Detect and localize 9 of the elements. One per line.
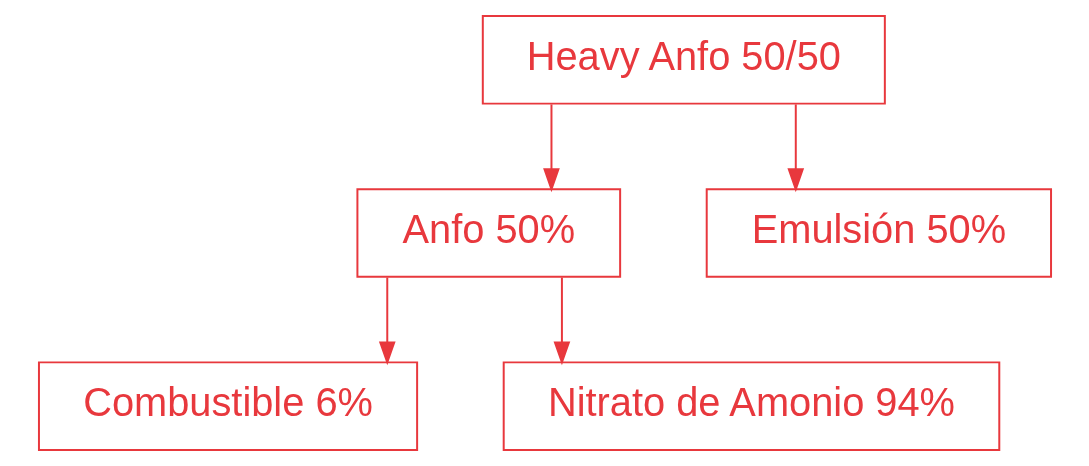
node-box: Anfo 50%: [355, 188, 621, 278]
arrow: [786, 103, 804, 193]
node-box: Combustible 6%: [37, 361, 418, 451]
arrow: [378, 276, 396, 366]
arrow: [542, 103, 560, 193]
arrow: [553, 276, 570, 366]
node-box: Heavy Anfo 50/50: [481, 15, 886, 105]
node-box: Emulsión 50%: [705, 188, 1052, 278]
node-box: Nitrato de Amonio 94%: [502, 361, 1000, 451]
